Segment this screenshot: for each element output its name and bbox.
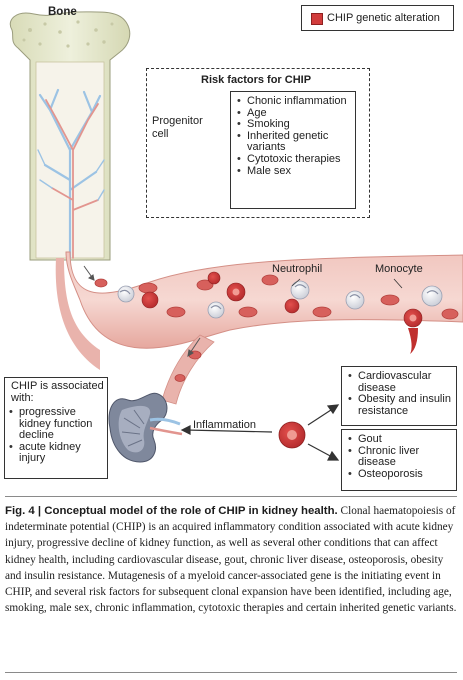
risk-factors-list: Chonic inflammationAgeSmokingInherited g… — [237, 95, 353, 178]
risk-factors-list-box: Chonic inflammationAgeSmokingInherited g… — [230, 91, 356, 209]
outcomes-top-box: Cardiovascular diseaseObesity and insuli… — [341, 366, 457, 426]
blood-vessel — [65, 251, 463, 349]
kidney-association-box: CHIP is associated with: progressive kid… — [4, 377, 108, 479]
caption-top-rule — [5, 496, 457, 497]
outcomes-bottom-box: GoutChronic liver diseaseOsteoporosis — [341, 429, 457, 491]
list-item: Chronic liver disease — [348, 445, 454, 469]
legend-swatch — [311, 13, 323, 25]
list-item: progressive kidney function decline — [9, 406, 105, 442]
legend-box: CHIP genetic alteration — [301, 5, 454, 31]
list-item: Smoking — [237, 119, 353, 131]
outcomes-top-list: Cardiovascular diseaseObesity and insuli… — [348, 370, 454, 417]
list-item: Chonic inflammation — [237, 95, 353, 108]
caption-bottom-rule — [5, 672, 457, 673]
legend-label: CHIP genetic alteration — [327, 12, 440, 24]
inflammation-label: Inflammation — [193, 419, 256, 431]
white-blood-cells — [117, 280, 443, 319]
list-item: Gout — [348, 433, 454, 446]
chip-cells — [141, 271, 423, 354]
list-item: Male sex — [237, 165, 353, 178]
list-item: Inherited genetic variants — [237, 130, 353, 154]
caption-text: Clonal haematopoiesis of indeterminate p… — [5, 505, 457, 615]
neutrophil-label: Neutrophil — [272, 263, 323, 275]
inflammation-arrows — [180, 404, 340, 461]
kidney-association-list: progressive kidney function declineacute… — [9, 406, 105, 465]
risk-factors-title: Risk factors for CHIP — [201, 74, 312, 86]
outcomes-bottom-list: GoutChronic liver diseaseOsteoporosis — [348, 433, 454, 481]
list-item: acute kidney injury — [9, 441, 105, 465]
kidney-vessel — [161, 334, 215, 405]
label-pointers — [291, 278, 403, 289]
bone-label: Bone — [48, 6, 77, 18]
figure-caption: Fig. 4 | Conceptual model of the role of… — [5, 503, 457, 616]
monocyte-label: Monocyte — [375, 263, 423, 275]
bone-vessel — [55, 258, 100, 370]
bone-illustration — [9, 11, 131, 261]
list-item: Cardiovascular disease — [348, 370, 454, 394]
kidney-association-title: CHIP is associated with: — [11, 380, 104, 404]
progenitor-label: Progenitor cell — [152, 115, 203, 140]
inflammation-cell — [278, 421, 306, 449]
list-item: Age — [237, 107, 353, 120]
list-item: Obesity and insulin resistance — [348, 393, 454, 417]
list-item: Osteoporosis — [348, 468, 454, 481]
kidney-illustration — [108, 392, 183, 463]
flow-arrows — [83, 265, 201, 357]
red-blood-cells — [94, 274, 459, 382]
list-item: Cytotoxic therapies — [237, 153, 353, 166]
caption-label: Fig. 4 | Conceptual model of the role of… — [5, 505, 338, 517]
